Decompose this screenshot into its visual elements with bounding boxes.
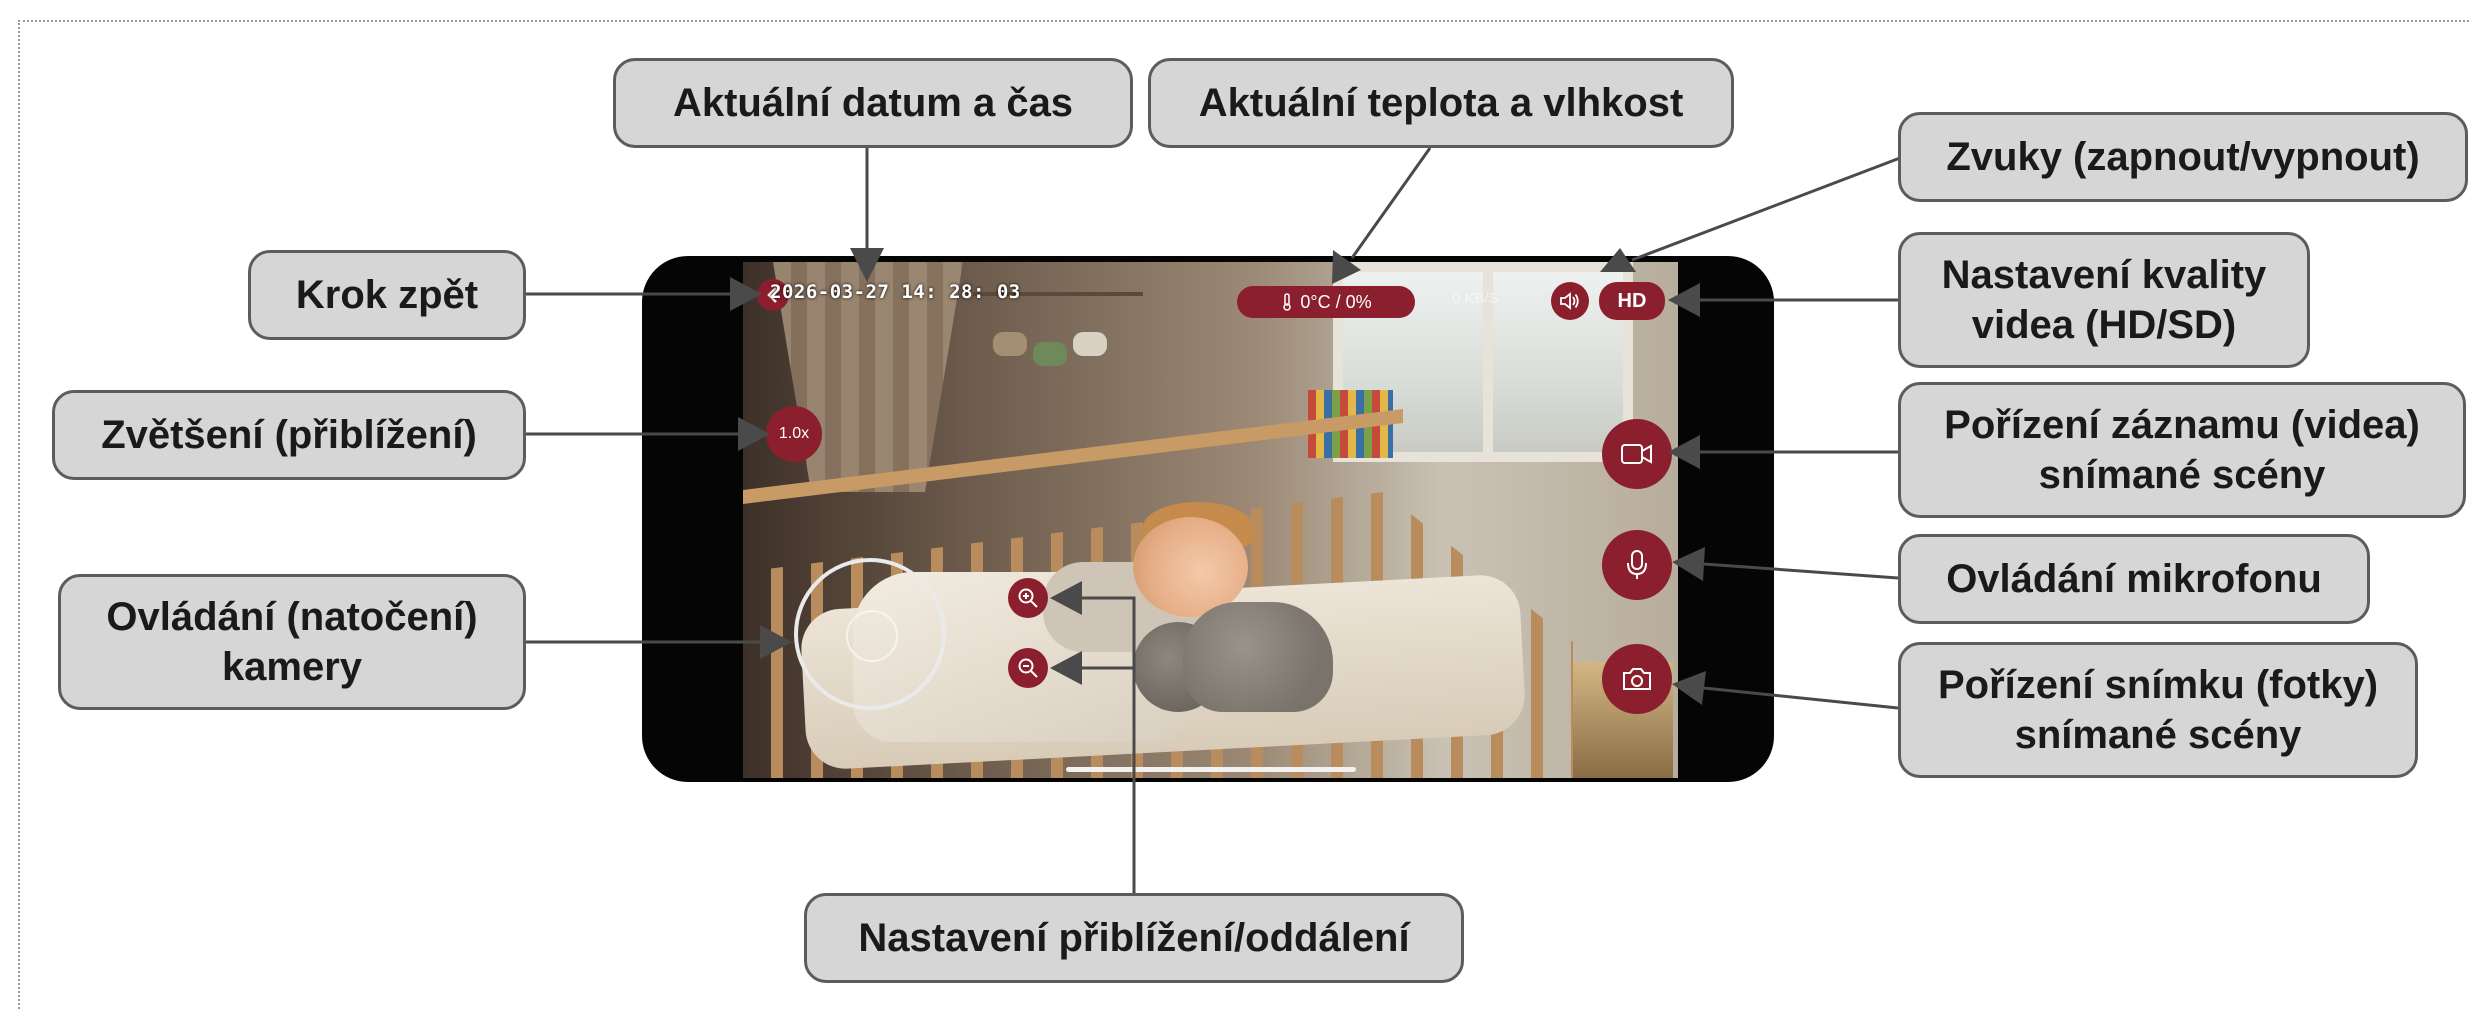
callout-back: Krok zpět <box>248 250 526 340</box>
zoom-out-button[interactable] <box>1008 648 1048 688</box>
thermometer-icon <box>1283 293 1292 311</box>
callout-back-label: Krok zpět <box>295 273 479 317</box>
back-button[interactable] <box>757 279 789 311</box>
network-speed: 0 KB/S <box>1452 290 1499 307</box>
callout-zoom-in-out-label: Nastavení přiblížení/oddálení <box>858 916 1410 960</box>
scene-baby-head <box>1133 517 1248 617</box>
camera-pan-joystick[interactable] <box>794 558 946 710</box>
callout-sounds-label: Zvuky (zapnout/vypnout) <box>1946 135 2420 179</box>
dotted-frame <box>18 20 2469 1009</box>
camera-icon <box>1623 668 1651 690</box>
callout-camera-control: Ovládání (natočení) kamery <box>58 574 526 710</box>
callout-zoom: Zvětšení (přiblížení) <box>52 390 526 480</box>
video-camera-icon <box>1621 444 1652 464</box>
sound-toggle-button[interactable] <box>1551 282 1589 320</box>
joystick-knob[interactable] <box>846 610 898 662</box>
callout-date-time: Aktuální datum a čas <box>613 58 1133 148</box>
callout-video-quality-line2: videa (HD/SD) <box>1971 303 2237 347</box>
home-indicator <box>1066 767 1356 772</box>
callout-zoom-label: Zvětšení (přiblížení) <box>101 413 477 457</box>
temp-humidity-badge: 0°C / 0% <box>1237 286 1415 318</box>
microphone-icon <box>1627 550 1647 579</box>
callout-camera-control-line2: kamery <box>221 645 363 689</box>
callout-video-quality-line1: Nastavení kvality <box>1941 253 2267 297</box>
callout-temp-humidity: Aktuální teplota a vlhkost <box>1148 58 1734 148</box>
callout-snapshot-line1: Pořízení snímku (fotky) <box>1937 663 2379 707</box>
callout-date-time-label: Aktuální datum a čas <box>672 81 1074 125</box>
snapshot-button[interactable] <box>1602 644 1672 714</box>
callout-microphone-label: Ovládání mikrofonu <box>1946 557 2322 601</box>
callout-microphone: Ovládání mikrofonu <box>1898 534 2370 624</box>
zoom-level-button[interactable]: 1.0x <box>766 406 822 462</box>
zoom-out-icon <box>1018 658 1038 678</box>
callout-camera-control-line1: Ovládání (natočení) <box>106 595 478 639</box>
callout-snapshot-line2: snímané scény <box>2014 713 2302 757</box>
zoom-in-button[interactable] <box>1008 578 1048 618</box>
callout-zoom-in-out: Nastavení přiblížení/oddálení <box>804 893 1464 983</box>
speaker-icon <box>1560 292 1579 310</box>
temp-humidity-text: 0°C / 0% <box>1300 291 1372 312</box>
scene-plush-elephant <box>1183 602 1333 712</box>
callout-record-video: Pořízení záznamu (videa) snímané scény <box>1898 382 2466 518</box>
callout-record-video-line2: snímané scény <box>2038 453 2326 497</box>
microphone-button[interactable] <box>1602 530 1672 600</box>
callout-video-quality: Nastavení kvality videa (HD/SD) <box>1898 232 2310 368</box>
datetime-display: 2026-03-27 14: 28: 03 <box>770 281 1021 303</box>
zoom-in-icon <box>1018 588 1038 608</box>
scene-crib-mobile <box>973 292 1143 392</box>
callout-record-video-line1: Pořízení záznamu (videa) <box>1944 403 2420 447</box>
callout-snapshot: Pořízení snímku (fotky) snímané scény <box>1898 642 2418 778</box>
quality-toggle-button[interactable]: HD <box>1599 282 1665 320</box>
callout-sounds: Zvuky (zapnout/vypnout) <box>1898 112 2468 202</box>
callout-temp-humidity-label: Aktuální teplota a vlhkost <box>1198 81 1684 125</box>
chevron-left-icon <box>767 287 777 303</box>
record-video-button[interactable] <box>1602 419 1672 489</box>
